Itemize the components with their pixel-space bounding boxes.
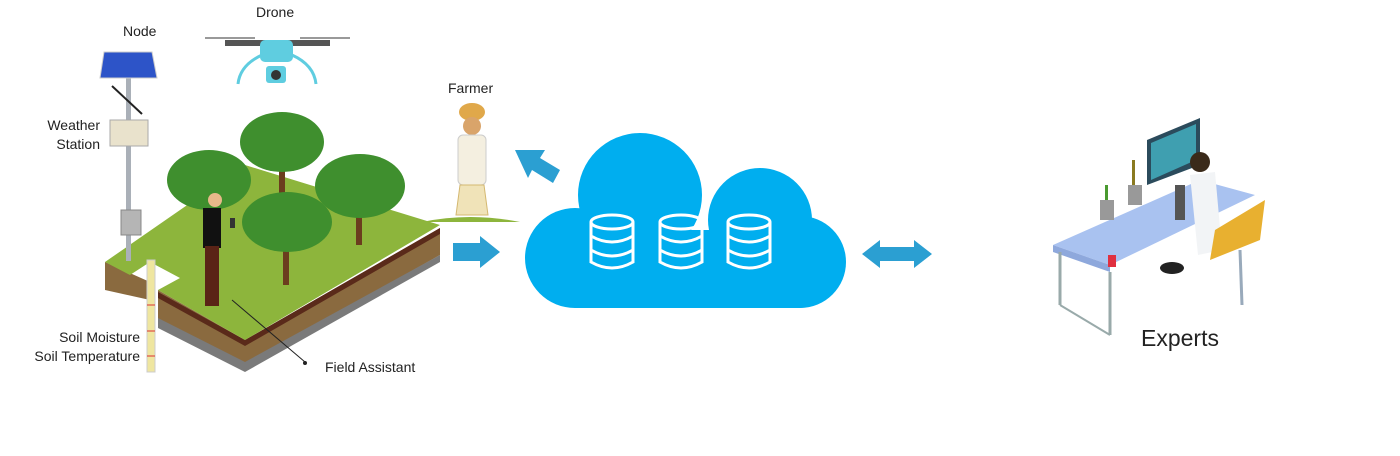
trees <box>167 112 405 285</box>
label-field-assistant: Field Assistant <box>325 359 416 375</box>
label-node: Node <box>123 23 157 39</box>
cloud-icon <box>525 133 846 308</box>
label-drone: Drone <box>256 4 295 20</box>
experts-lab-illustration <box>1053 118 1265 336</box>
arrow-up-left-icon <box>515 150 560 183</box>
label-weather-station-1: Weather <box>47 117 100 133</box>
farmer-figure <box>422 103 520 222</box>
label-experts: Experts <box>1141 325 1219 351</box>
weather-station <box>99 51 158 373</box>
database-icons <box>589 213 772 270</box>
label-soil-moisture: Soil Moisture <box>59 329 140 345</box>
arrow-right-icon <box>453 236 500 268</box>
double-arrow-icon <box>862 240 932 268</box>
label-farmer: Farmer <box>448 80 494 96</box>
database-icon <box>726 213 772 270</box>
database-icon <box>658 213 704 270</box>
field-assistant-figure <box>203 193 307 365</box>
label-soil-temperature: Soil Temperature <box>34 348 140 364</box>
label-weather-station-2: Station <box>56 136 100 152</box>
drone-icon <box>205 37 350 85</box>
database-icon <box>589 213 635 270</box>
